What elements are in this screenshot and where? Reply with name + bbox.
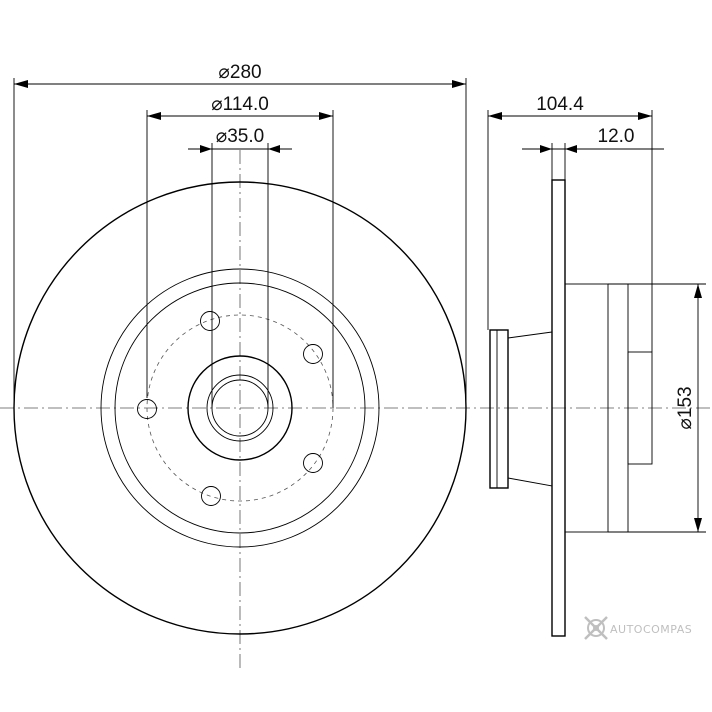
bolt-hole — [201, 486, 221, 506]
dim-outer-diameter: ⌀280 — [13, 62, 467, 408]
front-view: ⌀280 ⌀114.0 ⌀35.0 — [0, 62, 712, 670]
outer-diameter-label: ⌀280 — [218, 62, 261, 83]
dim-pcd-diameter: ⌀114.0 — [146, 94, 334, 408]
bore-outer-ring — [206, 374, 274, 442]
hub-cap-section — [489, 329, 509, 489]
watermark-brand: AUTOCOMPAS — [610, 623, 692, 636]
hat-step-section — [564, 283, 609, 533]
watermark: AUTOCOMPAS — [584, 616, 692, 640]
bolt-hole — [137, 399, 157, 419]
dim-total-height: 104.4 — [487, 94, 653, 352]
center-bore-label: ⌀35.0 — [216, 126, 264, 147]
hub-outer-circle — [187, 355, 293, 461]
total-height-label: 104.4 — [536, 94, 584, 115]
flange-section — [627, 351, 653, 465]
bolt-hole — [303, 453, 323, 473]
hub-collar-section — [507, 331, 553, 487]
pcd-diameter-label: ⌀114.0 — [211, 94, 269, 115]
bolt-hole — [303, 344, 323, 364]
hub-diameter-label: ⌀153 — [675, 386, 696, 429]
dim-hub-diameter: ⌀153 — [628, 283, 706, 533]
bolt-hole — [200, 311, 220, 331]
hat-outer-circle — [100, 268, 380, 548]
dim-center-bore: ⌀35.0 — [188, 126, 292, 408]
autocompas-logo-icon — [584, 616, 608, 640]
side-view: 104.4 12.0 ⌀153 — [487, 94, 706, 637]
disc-thickness-label: 12.0 — [598, 126, 635, 147]
hat-inner-circle — [114, 282, 366, 534]
dim-disc-thickness: 12.0 — [522, 126, 664, 180]
